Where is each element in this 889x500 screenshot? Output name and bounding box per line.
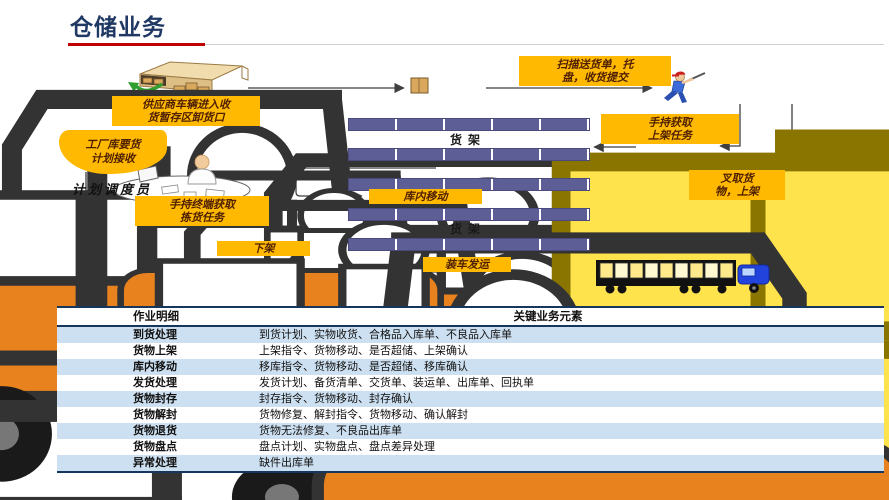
table-row: 货物退货 货物无法修复、不良品出库单 [57, 423, 884, 439]
label-factory-plan: 工厂库要货 计划接收 [59, 130, 167, 174]
row-name: 货物封存 [133, 392, 177, 405]
table-row: 货物上架 上架指令、货物移动、是否超储、上架确认 [57, 343, 884, 359]
row-elements: 货物修复、解封指令、货物移动、确认解封 [259, 408, 468, 421]
label-fork-shelve: 叉取货 物，上架 [689, 170, 785, 200]
row-elements: 到货计划、实物收货、合格品入库单、不良品入库单 [259, 328, 512, 341]
table-header-detail: 作业明细 [133, 309, 179, 323]
page-title: 仓储业务 [70, 15, 166, 41]
row-elements: 缺件出库单 [259, 456, 314, 469]
row-elements: 上架指令、货物移动、是否超储、上架确认 [259, 344, 468, 357]
title-underline-red [68, 43, 205, 46]
label-inner-move: 库内移动 [369, 189, 482, 204]
row-name: 货物退货 [133, 424, 177, 437]
rack-label-top: 货架 [449, 133, 486, 147]
table-row: 库内移动 移库指令、货物移动、是否超储、移库确认 [57, 359, 884, 375]
table-row: 货物盘点 盘点计划、实物盘点、盘点差异处理 [57, 439, 884, 455]
table-row: 发货处理 发货计划、备货清单、交货单、装运单、出库单、回执单 [57, 375, 884, 391]
label-offshelf: 下架 [217, 241, 310, 256]
rack-label-bottom: 货架 [449, 222, 486, 236]
table-row: 货物封存 封存指令、货物移动、封存确认 [57, 391, 884, 407]
label-ship: 装车发运 [423, 257, 511, 272]
row-elements: 发货计划、备货清单、交货单、装运单、出库单、回执单 [259, 376, 534, 389]
row-elements: 货物无法修复、不良品出库单 [259, 424, 402, 437]
table-row: 货物解封 货物修复、解封指令、货物移动、确认解封 [57, 407, 884, 423]
table-header-row: 作业明细 关键业务元素 [57, 306, 884, 327]
table-row: 异常处理 缺件出库单 [57, 455, 884, 471]
row-name: 货物解封 [133, 408, 177, 421]
table-header-elements: 关键业务元素 [513, 309, 583, 323]
row-elements: 盘点计划、实物盘点、盘点差异处理 [259, 440, 435, 453]
label-handheld-pick: 手持终端获取 拣货任务 [135, 196, 269, 226]
rack-bar [348, 118, 590, 131]
rack-bar [348, 238, 590, 251]
operations-table: 作业明细 关键业务元素 到货处理 到货计划、实物收货、合格品入库单、不良品入库单… [57, 306, 884, 473]
row-name: 货物上架 [133, 344, 177, 357]
row-name: 货物盘点 [133, 440, 177, 453]
rack-bar [348, 148, 590, 161]
label-supplier-unload: 供应商车辆进入收 货暂存区卸货口 [112, 96, 260, 126]
row-name: 异常处理 [133, 456, 177, 469]
row-elements: 移库指令、货物移动、是否超储、移库确认 [259, 360, 468, 373]
arrow-down-to-putaway-forklift [769, 104, 793, 228]
row-name: 到货处理 [133, 328, 177, 341]
delivery-truck-icon [596, 260, 770, 294]
title-underline-gray [205, 44, 884, 45]
label-scan-submit: 扫描送货单，托 盘，收货提交 [519, 56, 671, 86]
row-elements: 封存指令、货物移动、封存确认 [259, 392, 413, 405]
row-name: 库内移动 [133, 360, 177, 373]
label-handheld-shelve: 手持获取 上架任务 [601, 114, 739, 144]
row-name: 发货处理 [133, 376, 177, 389]
supplier-truck-icon [128, 61, 249, 95]
table-row: 到货处理 到货计划、实物收货、合格品入库单、不良品入库单 [57, 327, 884, 343]
